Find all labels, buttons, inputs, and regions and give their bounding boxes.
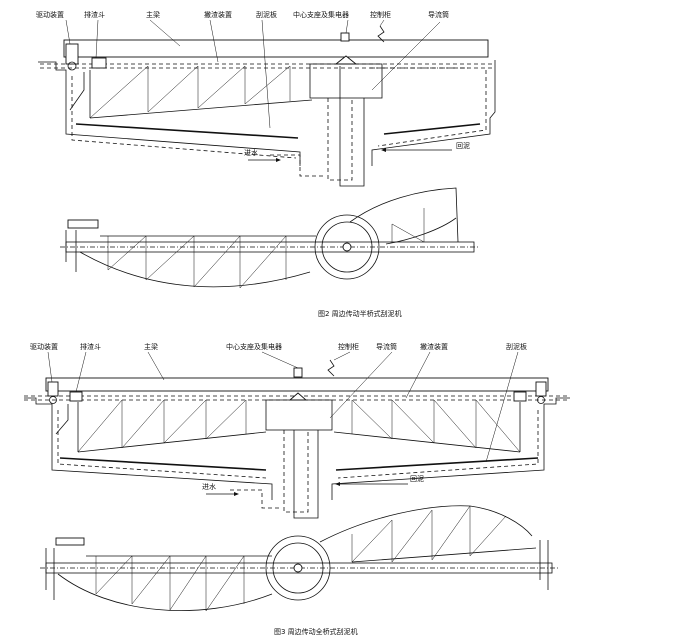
fig2-label-control-cabinet: 控制柜	[370, 10, 391, 19]
fig2-drive-unit	[65, 43, 79, 65]
fig2-caption: 图2 周边传动半桥式刮泥机	[318, 309, 402, 318]
fig3-label-skimmer: 撇渣装置	[420, 342, 448, 351]
fig2-plan-wing	[349, 187, 459, 243]
fig3-plan-center-ring	[265, 535, 331, 601]
fig3-main-beam	[45, 377, 549, 392]
fig2-label-return-sludge: 回泥	[456, 142, 470, 150]
fig2-label-scum-hopper: 排渣斗	[84, 10, 105, 19]
fig2-label-center-support: 中心支座及集电器	[293, 10, 349, 19]
fig2-label-drive: 驱动装置	[36, 10, 64, 19]
fig2-main-beam	[63, 39, 489, 58]
fig3-label-scraper: 刮泥板	[506, 342, 527, 351]
fig2-plan-center-ring	[314, 214, 380, 280]
fig2-label-scraper: 刮泥板	[256, 10, 277, 19]
fig2-label-inflow: 进水	[244, 148, 258, 157]
fig3-plan-view	[40, 505, 560, 612]
fig2-scum-hopper	[91, 57, 107, 69]
fig3-label-return-sludge: 回泥	[410, 475, 424, 483]
fig3-caption: 图3 周边传动全桥式刮泥机	[274, 627, 358, 636]
fig3-label-center-support: 中心支座及集电器	[226, 342, 282, 351]
fig3-truss-left	[77, 399, 267, 453]
fig2-label-guide-tube: 导流筒	[428, 10, 449, 19]
fig2-plan-view	[60, 187, 480, 289]
fig2-leaders	[65, 19, 441, 129]
fig3-drive-left	[47, 381, 59, 397]
fig3-leaders	[47, 351, 519, 463]
fig3-scraper-right	[335, 457, 539, 471]
fig3-label-scum-hopper: 排渣斗	[80, 342, 101, 351]
fig2-center-column	[309, 63, 383, 99]
fig3-label-guide-tube: 导流筒	[376, 342, 397, 351]
fig3-label-inflow: 进水	[202, 482, 216, 491]
fig3-center-column	[265, 399, 333, 431]
fig2-section-view: 驱动装置 排渣斗 主梁 撇渣装置 刮泥板 中心支座及集电器 控制柜 导流筒 进水…	[36, 10, 496, 187]
fig2-scraper-blade	[75, 123, 299, 139]
fig2-label-main-beam: 主梁	[146, 10, 160, 19]
fig3-label-control-cabinet: 控制柜	[338, 342, 359, 351]
fig3-label-main-beam: 主梁	[144, 342, 158, 351]
fig3-truss-right	[333, 399, 521, 453]
fig2-label-skimmer: 撇渣装置	[204, 10, 232, 19]
fig3-scraper-left	[59, 457, 267, 471]
fig3-section-view: 驱动装置 排渣斗 主梁 中心支座及集电器 控制柜 导流筒 撇渣装置 刮泥板 进水…	[24, 342, 570, 519]
fig3-scum-hopper	[69, 391, 83, 402]
fig3-label-drive: 驱动装置	[30, 342, 58, 351]
fig2-truss	[89, 65, 291, 119]
fig3-plan-wing	[319, 505, 533, 543]
